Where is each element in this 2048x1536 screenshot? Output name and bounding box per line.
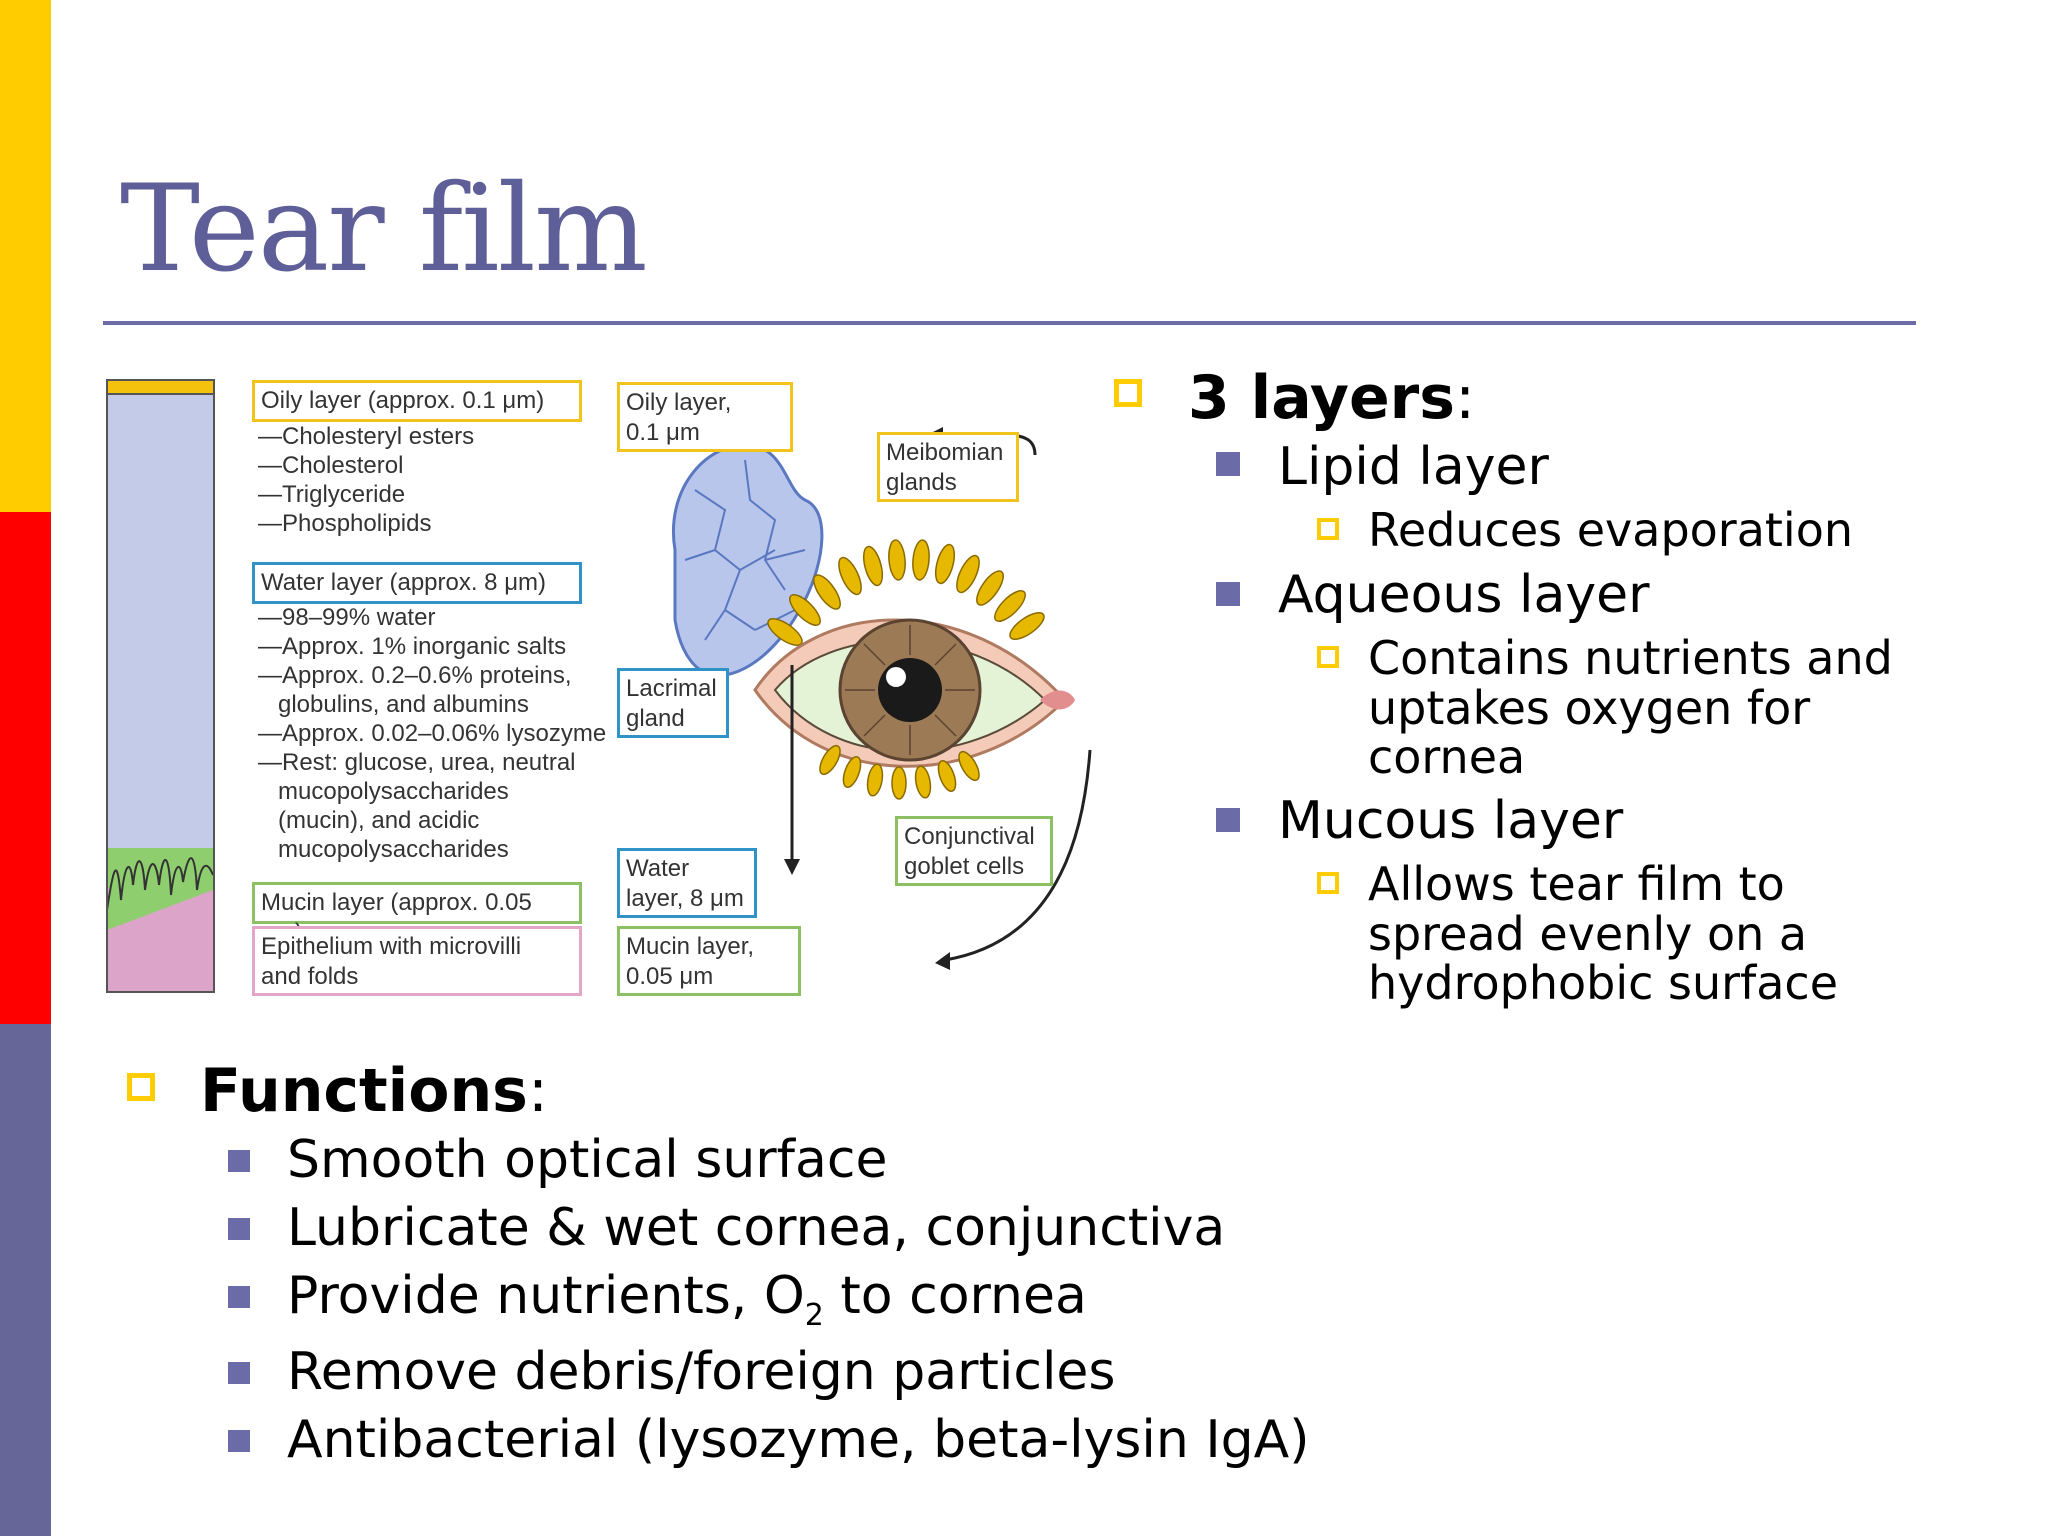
mucin-short-text-1: Mucin layer, [626, 933, 755, 960]
mucous-sub-bullet [1317, 872, 1339, 894]
oily-layer-label: Oily layer (approx. 0.1 μm) [252, 380, 582, 422]
water-layer-text: Water layer (approx. 8 μm) [261, 569, 547, 596]
oily-short-text-1: Oily layer, [626, 389, 732, 416]
layers-heading-bullet [1114, 379, 1142, 407]
water-item: (mucin), and acidic [278, 807, 480, 834]
lacrimal-text-2: gland [626, 705, 685, 732]
functions-heading-bullet [127, 1073, 155, 1101]
lipid-layer-item: Lipid layer [1278, 437, 1549, 497]
lipid-description: Reduces evaporation [1368, 503, 1853, 557]
oily-layer-short-label: Oily layer, 0.1 μm [617, 382, 793, 452]
meibomian-glands-label: Meibomian glands [877, 432, 1019, 502]
epithelium-text-2: and folds [261, 963, 359, 990]
lipid-bullet [1216, 452, 1240, 476]
mucous-description-line: Allows tear film to [1368, 857, 1785, 911]
aqueous-description: Contains nutrients and uptakes oxygen fo… [1368, 631, 1893, 785]
oxygen-subscript: 2 [804, 1298, 824, 1333]
meibomian-text-2: glands [886, 469, 957, 496]
sidebar-purple-segment [0, 1024, 51, 1536]
mucin-short-text-2: 0.05 μm [626, 963, 714, 990]
layer-column-graphic [106, 379, 215, 993]
lacrimal-gland-label: Lacrimal gland [617, 668, 729, 738]
arrow-conjunctival-to-mucin [944, 749, 1092, 962]
lipid-description-line: Reduces evaporation [1368, 503, 1853, 557]
meibomian-text-1: Meibomian [886, 439, 1004, 466]
epithelium-label: Epithelium with microvilli and folds [252, 926, 582, 996]
layers-heading: 3 layers: [1188, 365, 1475, 431]
function-bullet [228, 1218, 250, 1240]
eye-illustration [672, 427, 1092, 970]
function-item-3-text: Provide nutrients, O [287, 1266, 805, 1326]
function-item-4: Remove debris/foreign particles [287, 1342, 1116, 1402]
lacrimal-text-1: Lacrimal [626, 675, 717, 702]
oily-item: —Cholesterol [258, 452, 404, 479]
aqueous-description-line: cornea [1368, 730, 1526, 785]
sidebar-red-segment [0, 512, 51, 1024]
tear-film-diagram: Oily layer (approx. 0.1 μm) —Cholesteryl… [105, 370, 1105, 1010]
aqueous-description-line: uptakes oxygen for [1368, 680, 1811, 735]
conjunctival-text-2: goblet cells [904, 853, 1025, 880]
functions-heading-bold: Functions [200, 1056, 528, 1126]
arrowhead [935, 952, 950, 970]
aqueous-sub-bullet [1317, 646, 1339, 668]
sidebar-yellow-segment [0, 0, 51, 512]
function-bullet [228, 1286, 250, 1308]
arrowhead [784, 859, 800, 875]
water-short-text-1: Water [626, 855, 690, 882]
water-item: mucopolysaccharides [278, 778, 509, 805]
oily-item: —Triglyceride [258, 481, 406, 508]
water-layer-short-label: Water layer, 8 μm [617, 848, 757, 918]
water-item: —Approx. 0.02–0.06% lysozyme [258, 720, 607, 747]
upper-eyelashes-graphic [767, 539, 1045, 646]
water-layer-components: —98–99% water —Approx. 1% inorganic salt… [258, 603, 606, 864]
aqueous-layer-item: Aqueous layer [1278, 565, 1650, 625]
mucous-description: Allows tear film to spread evenly on a h… [1368, 857, 1839, 1011]
lower-eyelashes-graphic [819, 744, 980, 800]
mucous-layer-item: Mucous layer [1278, 791, 1624, 851]
water-item: mucopolysaccharides [278, 836, 509, 863]
functions-heading-colon: : [527, 1056, 549, 1126]
water-layer-label: Water layer (approx. 8 μm) [252, 562, 582, 604]
mucous-description-line: hydrophobic surface [1368, 956, 1839, 1011]
oily-item: —Phospholipids [258, 510, 432, 537]
water-item: —98–99% water [258, 604, 436, 631]
function-bullet [228, 1362, 250, 1384]
caruncle [1040, 690, 1075, 710]
function-bullet [228, 1150, 250, 1172]
function-item-1: Smooth optical surface [287, 1130, 888, 1190]
mucin-layer-label: Mucin layer (approx. 0.05 μm) [252, 882, 582, 946]
pupil-highlight [886, 667, 906, 687]
title-underline [103, 321, 1916, 325]
oily-item: —Cholesteryl esters [258, 423, 475, 450]
function-item-2: Lubricate & wet cornea, conjunctiva [287, 1198, 1226, 1258]
water-item: —Approx. 0.2–0.6% proteins, [258, 662, 572, 689]
layers-heading-bold: 3 layers [1188, 363, 1455, 433]
function-bullet [228, 1430, 250, 1452]
water-item: globulins, and albumins [278, 691, 529, 718]
pupil [878, 658, 942, 722]
function-item-5: Antibacterial (lysozyme, beta-lysin IgA) [287, 1410, 1310, 1470]
water-item: —Approx. 1% inorganic salts [258, 633, 567, 660]
oily-layer-text: Oily layer (approx. 0.1 μm) [261, 387, 545, 414]
conjunctival-text-1: Conjunctival [904, 823, 1035, 850]
water-short-text-2: layer, 8 μm [626, 885, 744, 912]
lipid-sub-bullet [1317, 518, 1339, 540]
slide-title: Tear film [120, 160, 648, 299]
water-item: —Rest: glucose, urea, neutral [258, 749, 576, 776]
function-item-3: Provide nutrients, O2 to cornea [287, 1266, 1087, 1330]
mucous-description-line: spread evenly on a [1368, 906, 1808, 961]
aqueous-description-line: Contains nutrients and [1368, 631, 1893, 685]
iris-rays [845, 625, 975, 755]
aqueous-bullet [1216, 582, 1240, 606]
epithelium-text-1: Epithelium with microvilli [261, 933, 522, 960]
functions-heading: Functions: [200, 1058, 548, 1124]
function-item-3-tail: to cornea [823, 1266, 1087, 1326]
mucin-layer-short-label: Mucin layer, 0.05 μm [617, 926, 801, 996]
layers-heading-colon: : [1454, 363, 1476, 433]
oily-short-text-2: 0.1 μm [626, 419, 700, 446]
oily-layer-components: —Cholesteryl esters —Cholesterol —Trigly… [258, 422, 474, 538]
mucous-bullet [1216, 808, 1240, 832]
conjunctival-goblet-cells-label: Conjunctival goblet cells [895, 816, 1053, 886]
